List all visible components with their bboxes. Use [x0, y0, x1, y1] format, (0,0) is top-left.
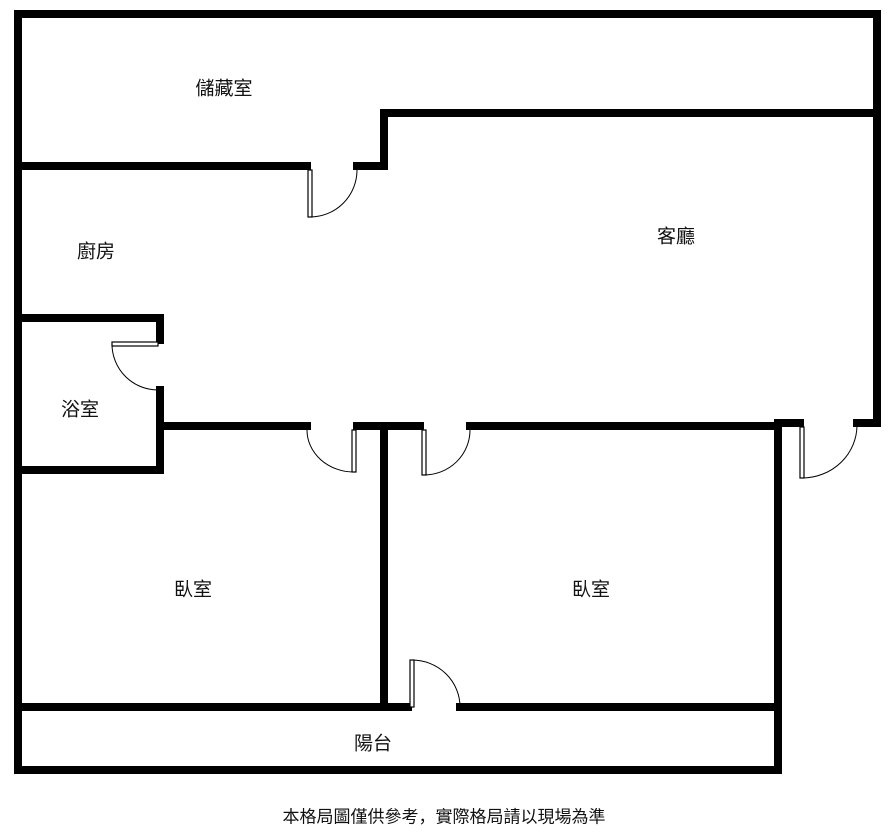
room-label-kitchen: 廚房	[76, 240, 116, 263]
room-label-balcony: 陽台	[353, 732, 393, 755]
room-label-bedroom2: 臥室	[571, 578, 611, 601]
door-storage[interactable]	[307, 169, 358, 218]
room-label-storage: 儲藏室	[195, 77, 253, 100]
room-label-living: 客廳	[656, 225, 696, 248]
room-label-bathroom: 浴室	[60, 398, 100, 421]
door-bedroom1[interactable]	[306, 429, 357, 473]
door-entrance[interactable]	[799, 424, 858, 479]
door-bathroom[interactable]	[111, 341, 159, 391]
room-label-bedroom1: 臥室	[173, 578, 213, 601]
door-bedroom2[interactable]	[421, 429, 471, 476]
door-balcony[interactable]	[409, 659, 461, 708]
disclaimer-footer: 本格局圖僅供參考，實際格局請以現場為準	[282, 807, 606, 828]
walls	[14, 10, 881, 774]
